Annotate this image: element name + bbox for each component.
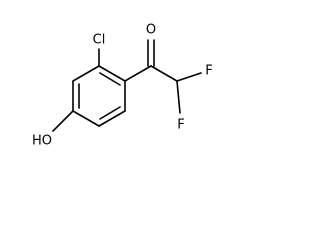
bond-ring-to-carbonyl <box>124 65 152 82</box>
atom-label-chlorine: Cl <box>93 33 106 48</box>
atom-label-oxygen: O <box>146 23 156 38</box>
molecule-structure: Cl O F F HO <box>32 23 213 149</box>
bond-ring-c3-c4 <box>72 110 100 127</box>
bond-ring-c4-c5 <box>98 110 126 127</box>
benzene-ring <box>72 65 126 127</box>
atom-label-hydroxyl: HO <box>32 134 52 149</box>
atom-label-fluorine-lower: F <box>177 118 184 133</box>
bond-ring-c4-c5-inner <box>99 106 121 120</box>
bond-ring-c6-c1-inner <box>99 72 121 86</box>
bond-ring-to-oh <box>52 110 74 132</box>
bond-chf2-to-f-upper <box>176 72 202 82</box>
bond-ring-c1-c2 <box>72 65 100 82</box>
bond-carbonyl-to-chf2 <box>150 65 178 82</box>
bond-ring-c6-c1 <box>98 65 126 82</box>
atom-label-fluorine-upper: F <box>205 64 212 79</box>
bond-chf2-to-f-lower <box>176 80 181 114</box>
